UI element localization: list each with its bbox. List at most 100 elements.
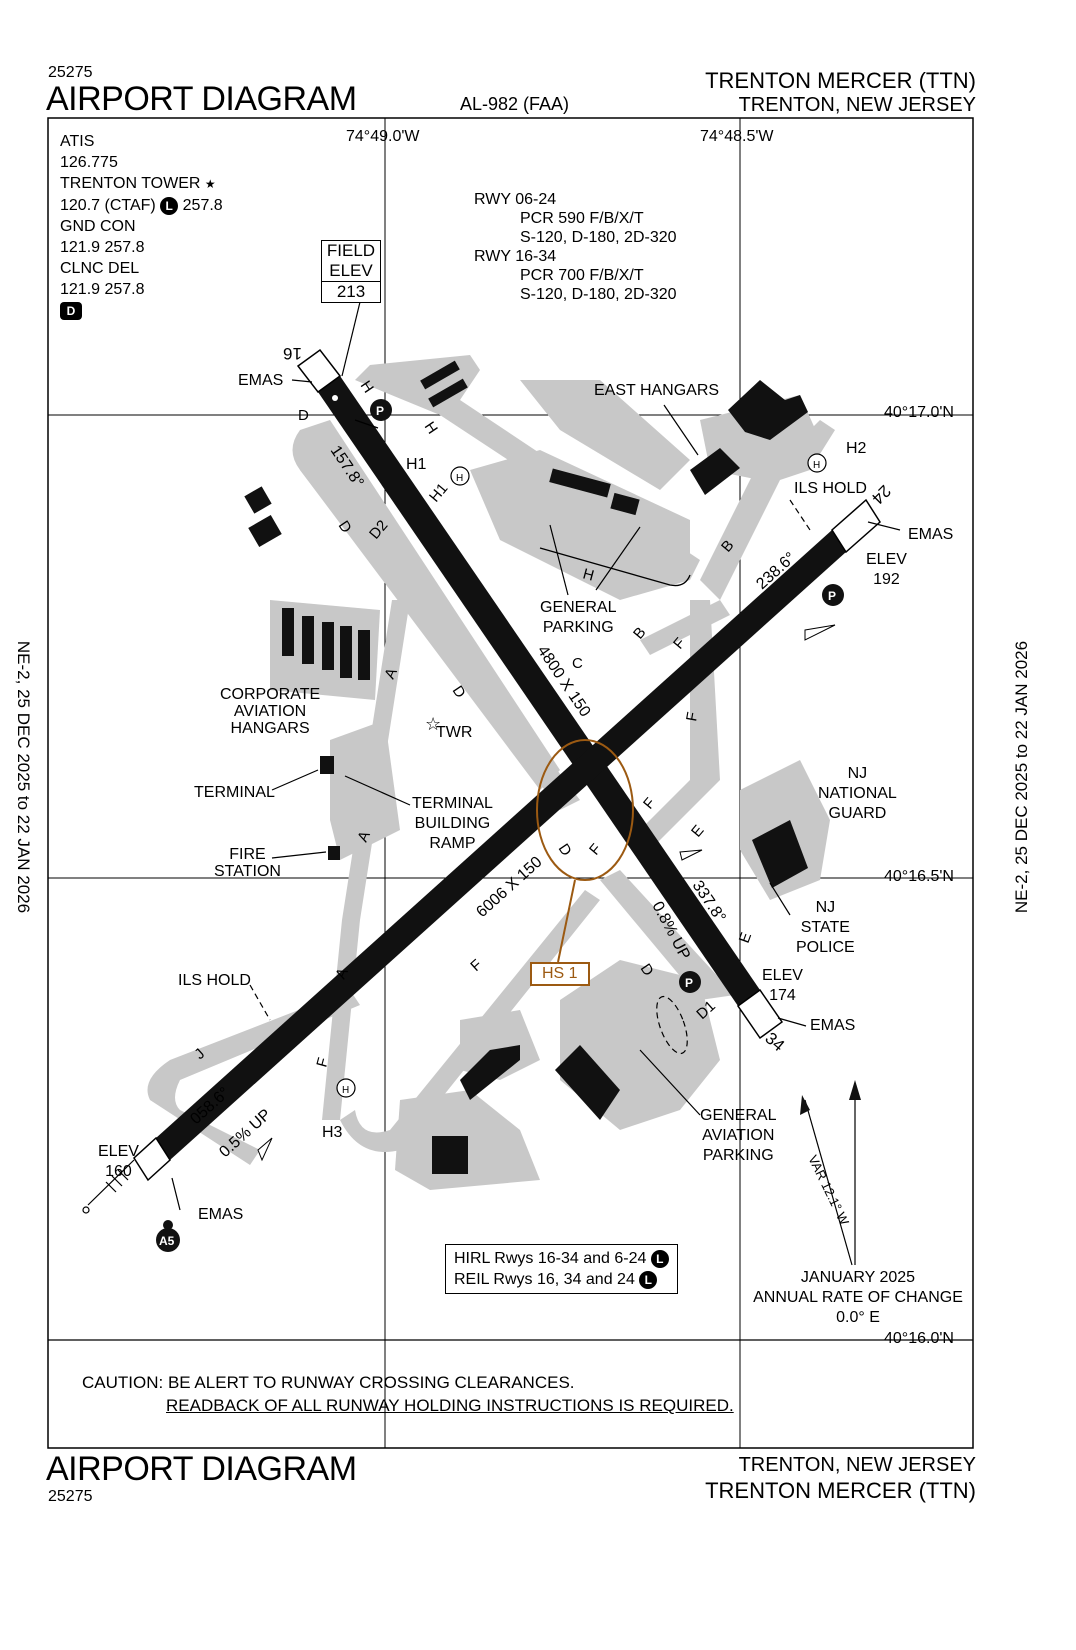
true-north-arrow: [849, 1080, 861, 1100]
elev-34-value: 174: [769, 987, 796, 1004]
hotspot-ellipse: [536, 739, 634, 881]
elev-24-value: 192: [873, 571, 900, 588]
frequency-block: ATIS 126.775 TRENTON TOWER ★ 120.7 (CTAF…: [60, 131, 223, 321]
tower-star-icon: ☆: [425, 714, 441, 734]
helipads: H H H: [336, 453, 827, 1098]
runway-info-block: RWY 06-24 PCR 590 F/B/X/T S-120, D-180, …: [474, 190, 677, 304]
elev-34-group: ELEV 174: [762, 966, 803, 1006]
lighting-line1-text: HIRL Rwys 16-34 and 6-24: [454, 1250, 647, 1267]
atis-label: ATIS: [60, 133, 95, 150]
airport-name-bottom: TRENTON MERCER (TTN): [705, 1478, 976, 1503]
doc-code: AL-982 (FAA): [460, 94, 570, 114]
tower-star-icon: ★: [204, 177, 216, 191]
taxiway-d-pavement-2: [300, 460, 580, 810]
mag-var: VAR 12.1° W: [805, 1153, 852, 1228]
ils-hold-label-24: ILS HOLD: [794, 480, 867, 497]
terminal-ramp-label: TERMINAL BUILDING RAMP: [412, 794, 493, 854]
wind-cone-34: [679, 849, 703, 861]
lat-label-1: 40°17.0'N: [884, 404, 954, 421]
tower-frequency: 120.7 (CTAF): [60, 197, 156, 214]
lon-label-2: 74°48.5'W: [700, 128, 774, 145]
a5-icon: [156, 1228, 180, 1252]
procedure-number-bottom: 25275: [48, 1488, 93, 1505]
emas-label-16: EMAS: [238, 372, 284, 389]
twy-label: C: [572, 655, 583, 672]
helipad-h3-icon: [336, 1078, 356, 1098]
caution-line1-row: CAUTION: BE ALERT TO RUNWAY CROSSING CLE…: [82, 1371, 734, 1394]
fire-station-label: FIRE STATION: [214, 846, 281, 880]
ga-line2: AVIATION: [702, 1127, 775, 1144]
general-parking-line2: PARKING: [542, 619, 614, 636]
tbr-line3: RAMP: [429, 835, 476, 852]
procedure-number-top: 25275: [48, 64, 93, 81]
tbr-line1: TERMINAL: [412, 795, 493, 812]
sp-line2: STATE: [800, 919, 850, 936]
twy-label: D: [298, 407, 309, 424]
mag-date: JANUARY 2025: [800, 1269, 916, 1286]
lighting-line2: REIL Rwys 16, 34 and 24 L: [454, 1269, 669, 1290]
sp-line1: NJ: [815, 899, 836, 916]
ga-parking-dashed-ellipse: [656, 995, 688, 1055]
north-ramp: [520, 380, 690, 490]
hotspot-label[interactable]: HS 1: [530, 962, 590, 986]
emas-label-24: EMAS: [908, 526, 954, 543]
twy-label: F: [683, 711, 701, 723]
field-elevation-box: FIELD ELEV 213: [321, 240, 381, 303]
a5-label: A5: [159, 1234, 175, 1248]
taxiway-f-south-pavement: [340, 890, 600, 1152]
tower-label: TWR: [436, 724, 473, 741]
title-bottom: AIRPORT DIAGRAM: [46, 1450, 357, 1488]
twy-label: E: [688, 822, 707, 841]
ground-label: GND CON: [60, 218, 136, 235]
general-parking-line1: GENERAL: [540, 599, 617, 616]
rwy2-weights: S-120, D-180, 2D-320: [520, 286, 677, 303]
rwy1-weights: S-120, D-180, 2D-320: [520, 229, 677, 246]
approach-lights-06: [82, 1159, 135, 1214]
corporate-line2: AVIATION: [233, 703, 307, 720]
city-top: TRENTON, NEW JERSEY: [738, 94, 976, 116]
parking-icon: [822, 584, 844, 606]
lighting-line1: HIRL Rwys 16-34 and 6-24 L: [454, 1248, 669, 1269]
ground-frequency: 121.9 257.8: [60, 239, 145, 256]
terminal-ramp: [330, 720, 400, 860]
field-elev-line2: ELEV: [329, 261, 373, 280]
parking-letter: P: [376, 404, 384, 418]
terminal-label: TERMINAL: [194, 784, 275, 801]
taxiway-b-pavement: [700, 420, 835, 600]
field-elev-line1: FIELD: [326, 241, 376, 260]
ils-hold-label-06: ILS HOLD: [178, 972, 251, 989]
national-guard-label: NJ NATIONAL GUARD: [818, 764, 897, 824]
airport-name-top: TRENTON MERCER (TTN): [705, 68, 976, 93]
ng-line3: GUARD: [828, 805, 887, 822]
helipad-h3-letter: H: [342, 1085, 349, 1096]
clearance-label: CLNC DEL: [60, 260, 140, 277]
tower-frequency-line: 120.7 (CTAF) L 257.8: [60, 195, 223, 216]
rwy1-label: RWY 06-24: [474, 191, 557, 208]
elev-06-label: ELEV: [98, 1143, 139, 1160]
lighting-badge-icon: L: [650, 1249, 669, 1268]
wind-cone-06: [257, 1137, 273, 1162]
twy-label: F: [586, 841, 605, 859]
mag-rate: 0.0° E: [836, 1309, 880, 1326]
parking-icon: [370, 399, 392, 421]
fire-line1: FIRE: [229, 846, 266, 863]
general-parking-north: [470, 450, 690, 600]
caution-block: CAUTION: BE ALERT TO RUNWAY CROSSING CLE…: [82, 1371, 734, 1417]
helipad-h1-letter: H: [456, 473, 463, 484]
wind-cone-24: [804, 624, 836, 641]
ga-line1: GENERAL: [700, 1107, 777, 1124]
twy-label: H1: [426, 480, 451, 506]
map-frame: [47, 117, 974, 1449]
twy-label: F: [467, 956, 485, 975]
parking-badges: P P P A5: [156, 399, 844, 1252]
lat-label-2: 40°16.5'N: [884, 868, 954, 885]
runway-34-emas: [736, 988, 784, 1040]
ga-line3: PARKING: [702, 1147, 774, 1164]
rwy-16-label: 16: [283, 344, 302, 363]
runway-16-emas: [296, 348, 342, 394]
parking-letter: P: [685, 976, 693, 990]
twy-label: E: [736, 930, 755, 945]
ils-hold-line-24: [789, 499, 811, 531]
leader-lines: [171, 301, 901, 1266]
